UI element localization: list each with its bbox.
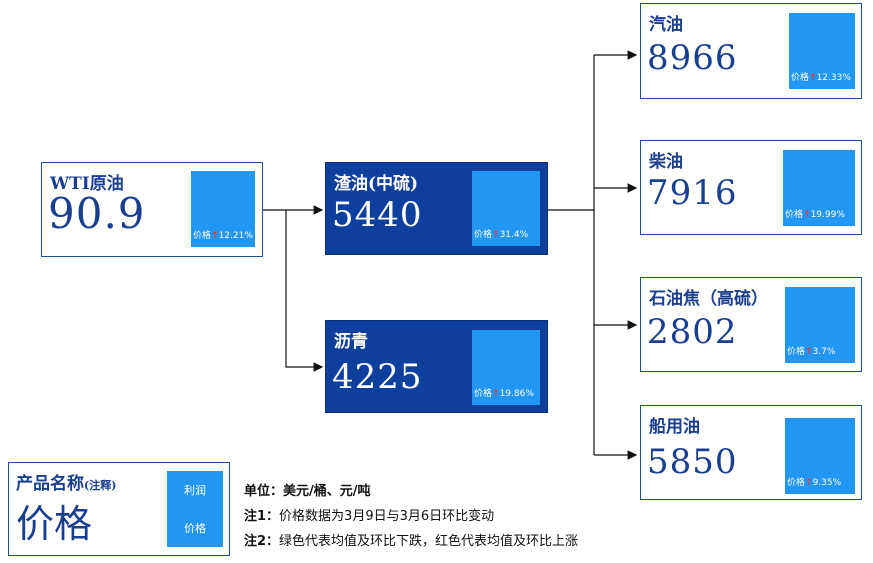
price-change: 价格↑9.35% bbox=[787, 478, 842, 488]
node-name: WTI原油 bbox=[50, 174, 124, 194]
up-arrow-icon: ↑ bbox=[803, 210, 811, 220]
legend-box: 产品名称(注释) 价格 利润 价格 bbox=[8, 462, 230, 556]
up-arrow-icon: ↑ bbox=[805, 347, 813, 357]
price-swatch: 价格↑12.33% bbox=[789, 13, 855, 89]
node-name: 渣油(中硫) bbox=[334, 174, 419, 194]
node-name: 柴油 bbox=[649, 152, 683, 172]
node-coke: 石油焦（高硫） 2802 价格↑3.7% bbox=[640, 277, 862, 372]
up-arrow-icon: ↑ bbox=[211, 231, 219, 241]
node-name: 石油焦（高硫） bbox=[649, 289, 768, 309]
price-swatch: 价格↑19.99% bbox=[783, 150, 855, 226]
node-value: 7916 bbox=[647, 173, 738, 213]
price-change: 价格↑12.21% bbox=[193, 231, 253, 241]
legend-swatch: 利润 价格 bbox=[167, 471, 223, 547]
node-asphalt: 沥青 4225 价格↑19.86% bbox=[325, 320, 548, 413]
node-marine: 船用油 5850 价格↑9.35% bbox=[640, 405, 862, 500]
node-value: 8966 bbox=[647, 38, 738, 78]
node-gasoline: 汽油 8966 价格↑12.33% bbox=[640, 3, 862, 99]
legend-swatch-top: 利润 bbox=[184, 484, 206, 497]
unit-note: 单位：美元/桶、元/吨 bbox=[244, 484, 371, 499]
node-name: 沥青 bbox=[334, 332, 368, 352]
legend-note: (注释) bbox=[84, 479, 117, 492]
node-value: 5440 bbox=[332, 195, 423, 235]
note-2: 注2：绿色代表均值及环比下跌，红色代表均值及环比上涨 bbox=[244, 534, 579, 549]
price-swatch: 价格↑9.35% bbox=[785, 418, 855, 494]
price-change: 价格↑31.4% bbox=[474, 230, 529, 240]
node-value: 5850 bbox=[647, 442, 738, 482]
price-change: 价格↑19.86% bbox=[474, 389, 534, 399]
node-wti: WTI原油 90.9 价格↑12.21% bbox=[41, 162, 263, 257]
node-value: 2802 bbox=[647, 312, 738, 352]
price-swatch: 价格↑31.4% bbox=[472, 171, 540, 246]
legend-value: 价格 bbox=[16, 502, 93, 546]
node-name: 汽油 bbox=[649, 15, 683, 35]
note-1: 注1：价格数据为3月9日与3月6日环比变动 bbox=[244, 509, 495, 524]
up-arrow-icon: ↑ bbox=[805, 478, 813, 488]
up-arrow-icon: ↑ bbox=[809, 73, 817, 83]
price-change: 价格↑19.99% bbox=[785, 210, 845, 220]
node-residue: 渣油(中硫) 5440 价格↑31.4% bbox=[325, 162, 548, 255]
price-change: 价格↑12.33% bbox=[791, 73, 851, 83]
up-arrow-icon: ↑ bbox=[492, 389, 500, 399]
price-swatch: 价格↑12.21% bbox=[191, 171, 255, 247]
legend-name: 产品名称(注释) bbox=[16, 474, 117, 494]
price-change: 价格↑3.7% bbox=[787, 347, 836, 357]
price-swatch: 价格↑19.86% bbox=[472, 330, 540, 405]
legend-swatch-bottom: 价格 bbox=[184, 522, 206, 535]
edge-wti-asphalt bbox=[285, 210, 324, 372]
up-arrow-icon: ↑ bbox=[492, 230, 500, 240]
node-diesel: 柴油 7916 价格↑19.99% bbox=[640, 140, 862, 235]
price-swatch: 价格↑3.7% bbox=[785, 287, 855, 363]
notes: 单位：美元/桶、元/吨 注1：价格数据为3月9日与3月6日环比变动 注2：绿色代… bbox=[244, 480, 578, 555]
node-value: 4225 bbox=[332, 357, 423, 397]
node-value: 90.9 bbox=[48, 189, 146, 238]
node-name: 船用油 bbox=[649, 417, 700, 437]
